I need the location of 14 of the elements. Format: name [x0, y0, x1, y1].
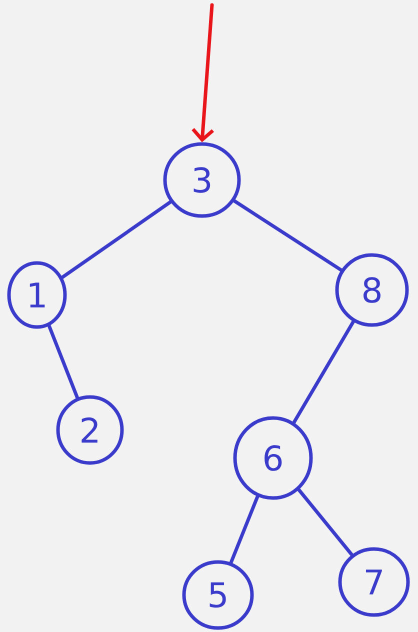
tree-edge: [297, 488, 354, 556]
tree-edge: [229, 494, 260, 564]
tree-node: 6: [233, 416, 313, 500]
tree-edge: [232, 199, 343, 272]
tree-node: 5: [182, 560, 254, 630]
tree-edge: [47, 324, 80, 400]
tree-edge: [60, 200, 172, 280]
arrow: [192, 3, 214, 142]
tree-node: 8: [335, 253, 409, 327]
tree-node: 3: [163, 142, 241, 218]
tree-node: 1: [7, 261, 67, 329]
tree-node: 2: [56, 395, 124, 465]
tree-edge: [292, 320, 356, 424]
tree-node: 7: [338, 547, 410, 617]
